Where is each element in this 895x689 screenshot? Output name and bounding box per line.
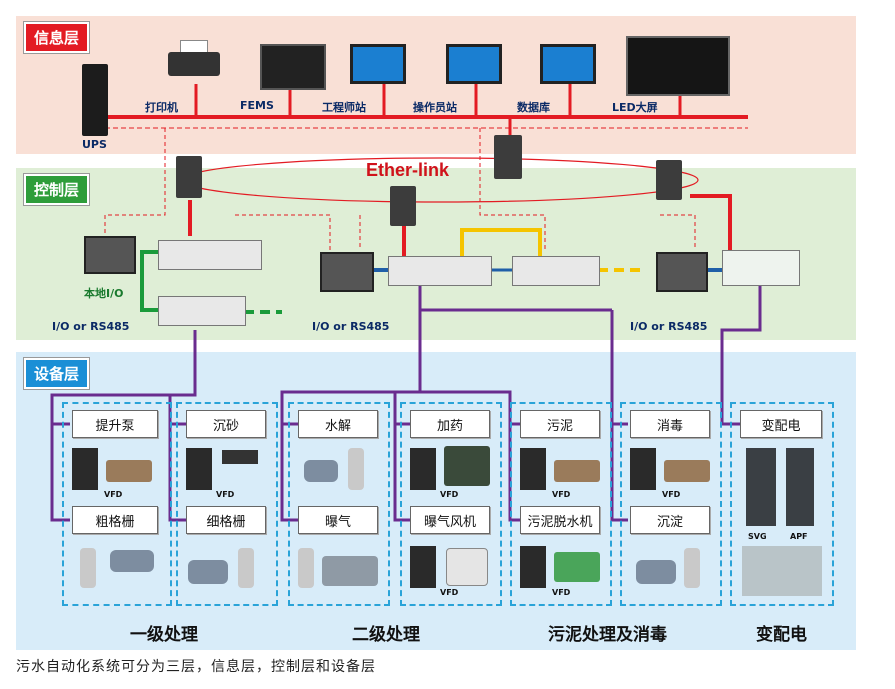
analyzer-icon bbox=[322, 556, 378, 586]
lift-pump-box: 提升泵 bbox=[72, 410, 158, 438]
substation-box: 变配电 bbox=[740, 410, 822, 438]
hmi-center-icon bbox=[320, 252, 374, 292]
svg-cabinet-icon bbox=[746, 448, 776, 526]
grit-box: 沉砂 bbox=[186, 410, 266, 438]
apf-label: APF bbox=[790, 532, 808, 541]
group-frame-1 bbox=[62, 402, 172, 606]
pump-6-icon bbox=[664, 460, 710, 482]
do-sensor-icon bbox=[298, 548, 314, 588]
vfd-dewater-label: VFD bbox=[552, 588, 571, 597]
vfd-2-icon bbox=[186, 448, 212, 490]
aeration-box: 曝气 bbox=[298, 506, 378, 534]
io-rs485-label-2: I/O or RS485 bbox=[312, 320, 390, 333]
plc-rack-4-icon bbox=[722, 250, 800, 286]
switchgear-photo-icon bbox=[742, 546, 822, 596]
group-frame-6 bbox=[620, 402, 722, 606]
ups-label: UPS bbox=[82, 138, 107, 151]
vfd-6-icon bbox=[630, 448, 656, 490]
dewater-machine-icon bbox=[554, 552, 600, 582]
section-secondary: 二级处理 bbox=[352, 625, 420, 645]
vfd-fan-icon bbox=[410, 546, 436, 588]
database-label: 数据库 bbox=[517, 101, 550, 114]
dosing-pump-4-icon bbox=[444, 446, 490, 486]
plc-rack-2-icon bbox=[388, 256, 492, 286]
vfd-1-label: VFD bbox=[104, 490, 123, 499]
ether-link-label: Ether-link bbox=[366, 160, 450, 180]
io-rack-local-icon bbox=[158, 296, 246, 326]
hmi-left-icon bbox=[84, 236, 136, 274]
apf-cabinet-icon bbox=[786, 448, 814, 526]
vfd-1-icon bbox=[72, 448, 98, 490]
sediment-box: 沉淀 bbox=[630, 506, 710, 534]
coarse-grid-box: 粗格栅 bbox=[72, 506, 158, 534]
core-switch-icon bbox=[494, 135, 522, 179]
led-screen-icon bbox=[626, 36, 730, 96]
disinfect-box: 消毒 bbox=[630, 410, 710, 438]
group-frame-7 bbox=[730, 402, 834, 606]
vfd-fan-label: VFD bbox=[440, 588, 459, 597]
fems-label: FEMS bbox=[240, 99, 274, 112]
local-io-label: 本地I/O bbox=[84, 287, 124, 300]
io-rs485-label-1: I/O or RS485 bbox=[52, 320, 130, 333]
aeration-fan-box: 曝气风机 bbox=[410, 506, 490, 534]
engineer-station-icon bbox=[350, 44, 406, 84]
sludge-box: 污泥 bbox=[520, 410, 600, 438]
printer-icon bbox=[168, 40, 220, 80]
device-layer-panel bbox=[16, 352, 856, 650]
operator-label: 操作员站 bbox=[413, 101, 457, 114]
dosing-box: 加药 bbox=[410, 410, 490, 438]
hydrolysis-box: 水解 bbox=[298, 410, 378, 438]
sensor-3-icon bbox=[348, 448, 364, 490]
blower-icon bbox=[446, 548, 488, 586]
pump-1-icon bbox=[106, 460, 152, 482]
led-label: LED大屏 bbox=[612, 101, 658, 114]
vfd-5-label: VFD bbox=[552, 490, 571, 499]
group-frame-2 bbox=[176, 402, 278, 606]
vfd-6-label: VFD bbox=[662, 490, 681, 499]
ups-cabinet-icon bbox=[82, 64, 108, 136]
hmi-right-icon bbox=[656, 252, 708, 292]
plc-rack-3-icon bbox=[512, 256, 600, 286]
printer-label: 打印机 bbox=[145, 101, 178, 114]
plc-rack-1-icon bbox=[158, 240, 262, 270]
section-sludge: 污泥处理及消毒 bbox=[548, 625, 667, 645]
switch-center-icon bbox=[390, 186, 416, 226]
control-layer-tag: 控制层 bbox=[24, 174, 90, 205]
vfd-5-icon bbox=[520, 448, 546, 490]
flowmeter-1-icon bbox=[110, 550, 154, 572]
database-station-icon bbox=[540, 44, 596, 84]
switch-left-icon bbox=[176, 156, 202, 198]
section-primary: 一级处理 bbox=[130, 625, 198, 645]
svg-label: SVG bbox=[748, 532, 767, 541]
flowmeter-3-icon bbox=[304, 460, 338, 482]
vfd-2-label: VFD bbox=[216, 490, 235, 499]
device-layer-tag: 设备层 bbox=[24, 358, 90, 389]
sludge-dewater-box: 污泥脱水机 bbox=[520, 506, 600, 534]
section-power: 变配电 bbox=[756, 625, 807, 645]
level-sensor-1-icon bbox=[80, 548, 96, 588]
vfd-4-icon bbox=[410, 448, 436, 490]
group-frame-5 bbox=[510, 402, 612, 606]
fems-panel-icon bbox=[260, 44, 326, 90]
info-layer-tag: 信息层 bbox=[24, 22, 90, 53]
vfd-dewater-icon bbox=[520, 546, 546, 588]
figure-caption: 污水自动化系统可分为三层，信息层，控制层和设备层 bbox=[16, 659, 376, 675]
flowmeter-6-icon bbox=[636, 560, 676, 584]
group-frame-4 bbox=[400, 402, 502, 606]
level-sensor-2-icon bbox=[238, 548, 254, 588]
fine-grid-box: 细格栅 bbox=[186, 506, 266, 534]
io-rs485-label-3: I/O or RS485 bbox=[630, 320, 708, 333]
flowmeter-2-icon bbox=[188, 560, 228, 584]
pump-5-icon bbox=[554, 460, 600, 482]
level-sensor-6-icon bbox=[684, 548, 700, 588]
switch-right-icon bbox=[656, 160, 682, 200]
group-frame-3 bbox=[288, 402, 390, 606]
engineer-label: 工程师站 bbox=[322, 101, 366, 114]
motor-2-icon bbox=[222, 450, 258, 464]
operator-station-icon bbox=[446, 44, 502, 84]
vfd-4-label: VFD bbox=[440, 490, 459, 499]
